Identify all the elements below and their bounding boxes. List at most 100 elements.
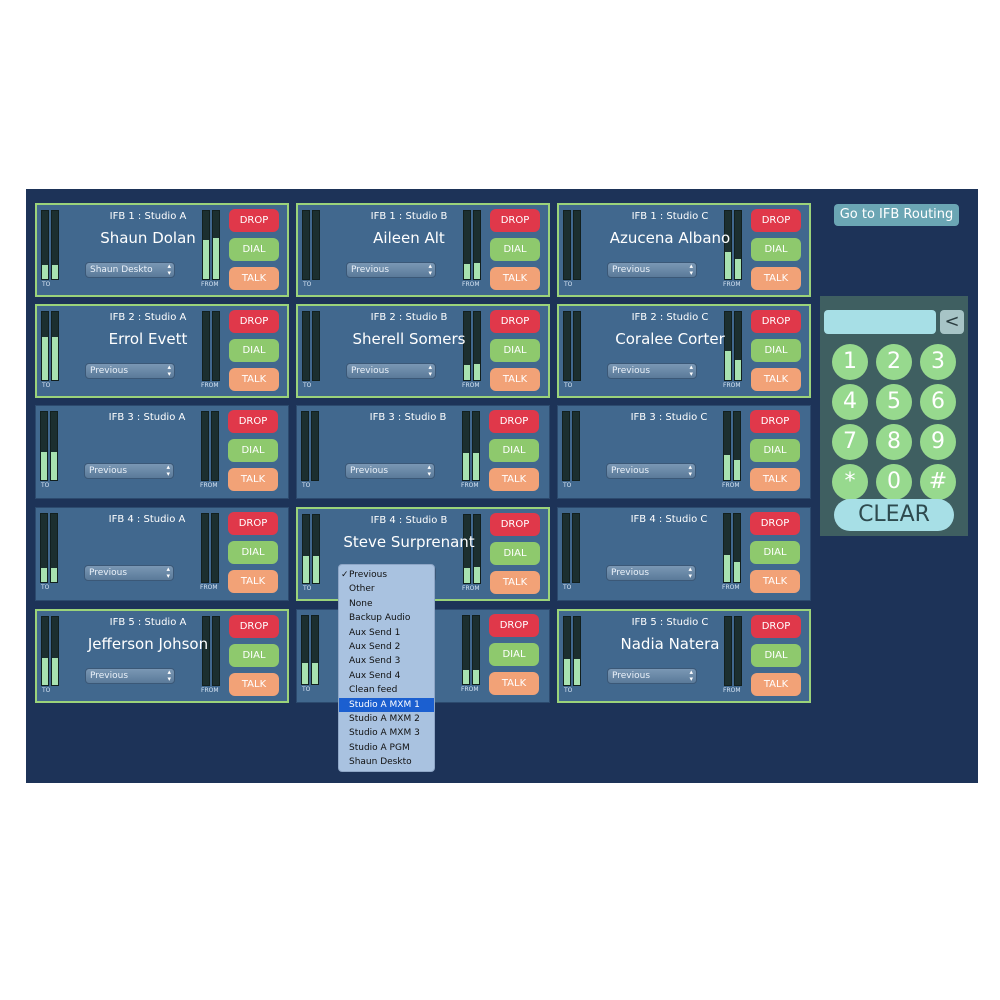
drop-button[interactable]: DROP: [229, 310, 279, 333]
to-meter-left: [40, 513, 48, 583]
talk-button[interactable]: TALK: [490, 368, 540, 391]
drop-button[interactable]: DROP: [229, 209, 279, 232]
source-select[interactable]: Previous▴▾: [84, 565, 174, 581]
talk-button[interactable]: TALK: [229, 267, 279, 290]
source-select[interactable]: Previous▴▾: [85, 363, 175, 379]
talent-name: Nadia Natera: [620, 635, 720, 653]
key-2[interactable]: 2: [876, 344, 912, 380]
drop-button[interactable]: DROP: [751, 209, 801, 232]
menu-item[interactable]: ✓Previous: [339, 568, 434, 582]
to-meter-label: TO: [42, 281, 51, 288]
menu-item[interactable]: Aux Send 4: [339, 669, 434, 683]
key-hash[interactable]: #: [920, 464, 956, 500]
menu-item[interactable]: Shaun Deskto: [339, 755, 434, 769]
menu-item[interactable]: Other: [339, 582, 434, 596]
talk-button[interactable]: TALK: [490, 571, 540, 594]
talk-button[interactable]: TALK: [750, 468, 800, 491]
menu-item-label: Aux Send 2: [349, 641, 401, 652]
source-select[interactable]: Previous▴▾: [607, 668, 697, 684]
from-meter-left-fill: [463, 452, 469, 480]
clear-button[interactable]: CLEAR: [834, 499, 954, 531]
from-meter-label: FROM: [722, 482, 740, 489]
drop-button[interactable]: DROP: [751, 310, 801, 333]
dial-button[interactable]: DIAL: [489, 439, 539, 462]
drop-button[interactable]: DROP: [489, 410, 539, 433]
talk-button[interactable]: TALK: [489, 468, 539, 491]
menu-item[interactable]: Studio A PGM: [339, 741, 434, 755]
dial-button[interactable]: DIAL: [750, 541, 800, 564]
key-8[interactable]: 8: [876, 424, 912, 460]
source-select[interactable]: Previous▴▾: [607, 262, 697, 278]
dial-number-display[interactable]: [824, 310, 936, 334]
dial-button[interactable]: DIAL: [751, 644, 801, 667]
menu-item[interactable]: Backup Audio: [339, 611, 434, 625]
to-meter-left-fill: [42, 337, 48, 380]
drop-button[interactable]: DROP: [489, 614, 539, 637]
source-select[interactable]: Previous▴▾: [607, 363, 697, 379]
dial-button[interactable]: DIAL: [228, 439, 278, 462]
to-meter-left: [302, 514, 310, 584]
drop-button[interactable]: DROP: [228, 512, 278, 535]
dial-button[interactable]: DIAL: [489, 643, 539, 666]
key-5[interactable]: 5: [876, 384, 912, 420]
source-select[interactable]: Previous▴▾: [84, 463, 174, 479]
menu-item[interactable]: Aux Send 2: [339, 640, 434, 654]
key-6[interactable]: 6: [920, 384, 956, 420]
key-0[interactable]: 0: [876, 464, 912, 500]
dial-button[interactable]: DIAL: [490, 238, 540, 261]
from-meter-label: FROM: [200, 482, 218, 489]
key-3[interactable]: 3: [920, 344, 956, 380]
talk-button[interactable]: TALK: [490, 267, 540, 290]
source-select[interactable]: Previous▴▾: [606, 463, 696, 479]
drop-button[interactable]: DROP: [490, 310, 540, 333]
source-select[interactable]: Previous▴▾: [345, 463, 435, 479]
dial-button[interactable]: DIAL: [229, 339, 279, 362]
key-1[interactable]: 1: [832, 344, 868, 380]
source-select[interactable]: Previous▴▾: [606, 565, 696, 581]
drop-button[interactable]: DROP: [750, 512, 800, 535]
dial-button[interactable]: DIAL: [490, 542, 540, 565]
menu-item[interactable]: Studio A MXM 2: [339, 712, 434, 726]
dial-button[interactable]: DIAL: [229, 238, 279, 261]
menu-item[interactable]: Aux Send 1: [339, 626, 434, 640]
source-select[interactable]: Shaun Deskto▴▾: [85, 262, 175, 278]
dial-button[interactable]: DIAL: [750, 439, 800, 462]
menu-item[interactable]: Aux Send 3: [339, 654, 434, 668]
menu-item[interactable]: Studio A MXM 1: [339, 697, 434, 712]
talk-button[interactable]: TALK: [751, 673, 801, 696]
talk-button[interactable]: TALK: [228, 468, 278, 491]
drop-button[interactable]: DROP: [228, 410, 278, 433]
drop-button[interactable]: DROP: [490, 513, 540, 536]
key-star[interactable]: *: [832, 464, 868, 500]
talk-button[interactable]: TALK: [750, 570, 800, 593]
talk-button[interactable]: TALK: [229, 673, 279, 696]
talk-button[interactable]: TALK: [751, 368, 801, 391]
dial-button[interactable]: DIAL: [228, 541, 278, 564]
from-meter-right-fill: [474, 363, 480, 380]
dial-button[interactable]: DIAL: [229, 644, 279, 667]
key-7[interactable]: 7: [832, 424, 868, 460]
menu-item[interactable]: Studio A MXM 3: [339, 726, 434, 740]
dial-button[interactable]: DIAL: [751, 339, 801, 362]
drop-button[interactable]: DROP: [490, 209, 540, 232]
key-9[interactable]: 9: [920, 424, 956, 460]
dial-button[interactable]: DIAL: [751, 238, 801, 261]
talk-button[interactable]: TALK: [229, 368, 279, 391]
to-meter-right: [51, 210, 59, 280]
source-select[interactable]: Previous▴▾: [346, 262, 436, 278]
source-select[interactable]: Previous▴▾: [85, 668, 175, 684]
talk-button[interactable]: TALK: [751, 267, 801, 290]
talk-button[interactable]: TALK: [489, 672, 539, 695]
menu-item[interactable]: Clean feed: [339, 683, 434, 697]
drop-button[interactable]: DROP: [751, 615, 801, 638]
menu-item[interactable]: None: [339, 597, 434, 611]
key-4[interactable]: 4: [832, 384, 868, 420]
talk-button[interactable]: TALK: [228, 570, 278, 593]
drop-button[interactable]: DROP: [750, 410, 800, 433]
backspace-button[interactable]: <: [940, 310, 964, 334]
drop-button[interactable]: DROP: [229, 615, 279, 638]
dial-button[interactable]: DIAL: [490, 339, 540, 362]
go-to-ifb-routing-button[interactable]: Go to IFB Routing: [834, 204, 959, 226]
source-select[interactable]: Previous▴▾: [346, 363, 436, 379]
